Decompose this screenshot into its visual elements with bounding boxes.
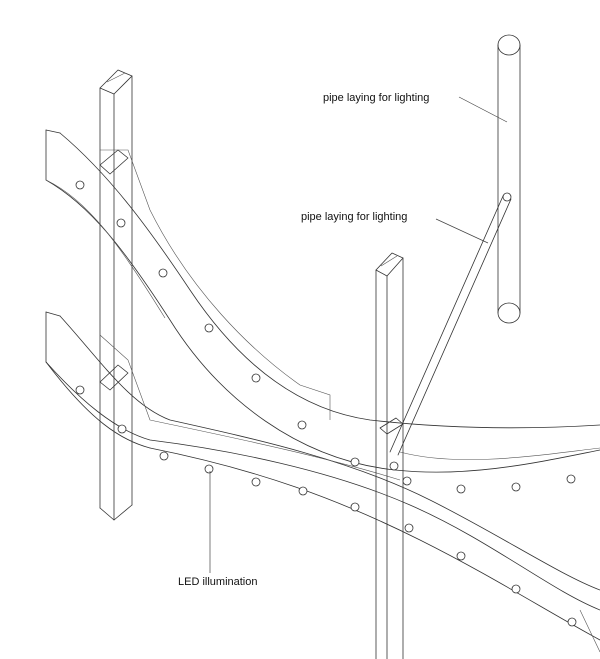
lower-led-strip	[45, 311, 600, 653]
led-holes	[75, 180, 577, 627]
left-post	[99, 69, 133, 521]
upper-led-strip	[45, 129, 600, 473]
label-pipe-mid: pipe laying for lighting	[301, 211, 407, 223]
diagonal-pipe	[389, 192, 512, 456]
leader-pipe-mid	[435, 218, 489, 244]
vertical-pipe	[497, 34, 521, 324]
label-led-illumination: LED illumination	[178, 576, 257, 588]
label-pipe-top: pipe laying for lighting	[323, 92, 429, 104]
leader-pipe-top	[458, 96, 508, 123]
right-post	[375, 252, 404, 659]
left-post-brackets	[99, 149, 129, 391]
